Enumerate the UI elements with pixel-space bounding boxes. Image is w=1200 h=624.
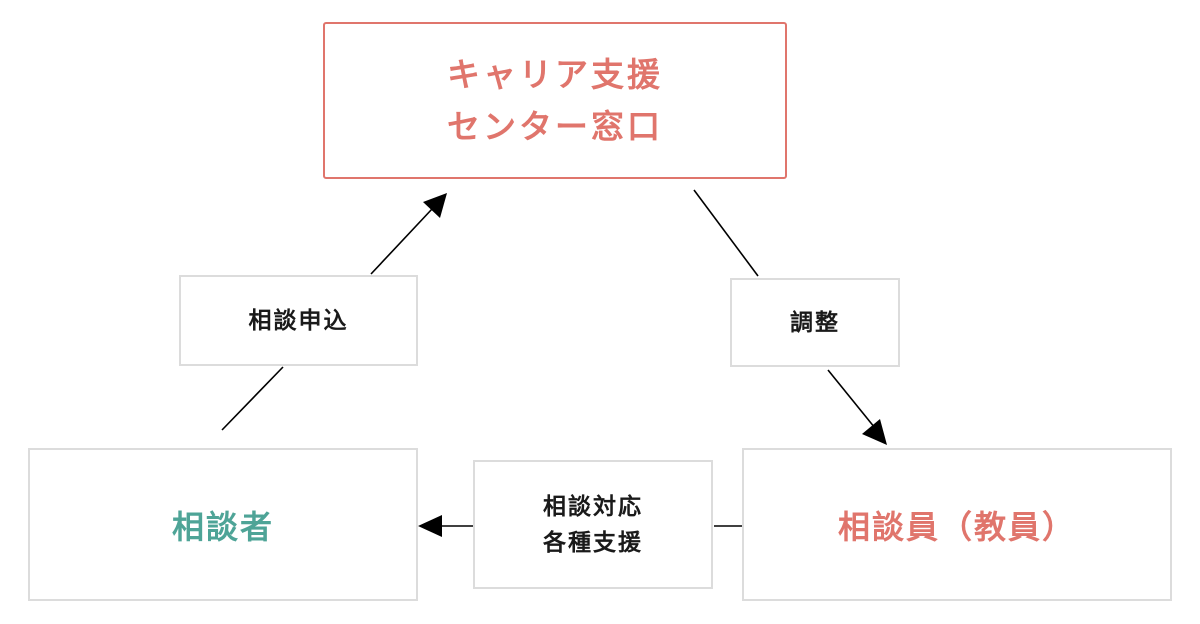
edge-label-support: 相談対応 各種支援 — [473, 460, 713, 589]
connector-client-to-label-apply — [221, 366, 284, 431]
edge-label-support-line1: 相談対応 — [543, 493, 643, 520]
center-node-line1: キャリア支援 — [447, 54, 663, 94]
counselor-node-label: 相談員（教員） — [837, 507, 1076, 546]
edge-label-support-line2: 各種支援 — [543, 529, 643, 556]
connector-label-apply-to-center — [370, 208, 433, 275]
arrowhead-to-counselor — [862, 419, 887, 445]
connector-center-to-label-adjust — [693, 189, 759, 277]
edge-label-apply: 相談申込 — [179, 275, 418, 366]
client-node: 相談者 — [28, 448, 418, 601]
career-support-center-node: キャリア支援 センター窓口 — [323, 22, 787, 179]
edge-label-adjust: 調整 — [730, 278, 900, 367]
arrowhead-to-center — [423, 193, 447, 218]
edge-label-apply-text: 相談申込 — [248, 307, 349, 334]
arrowhead-to-client — [418, 515, 442, 537]
edge-label-adjust-text: 調整 — [790, 309, 840, 336]
counselor-node: 相談員（教員） — [742, 448, 1172, 601]
connector-label-adjust-to-counselor — [827, 369, 876, 429]
center-node-line2: センター窓口 — [447, 106, 663, 146]
client-node-label: 相談者 — [171, 507, 274, 546]
